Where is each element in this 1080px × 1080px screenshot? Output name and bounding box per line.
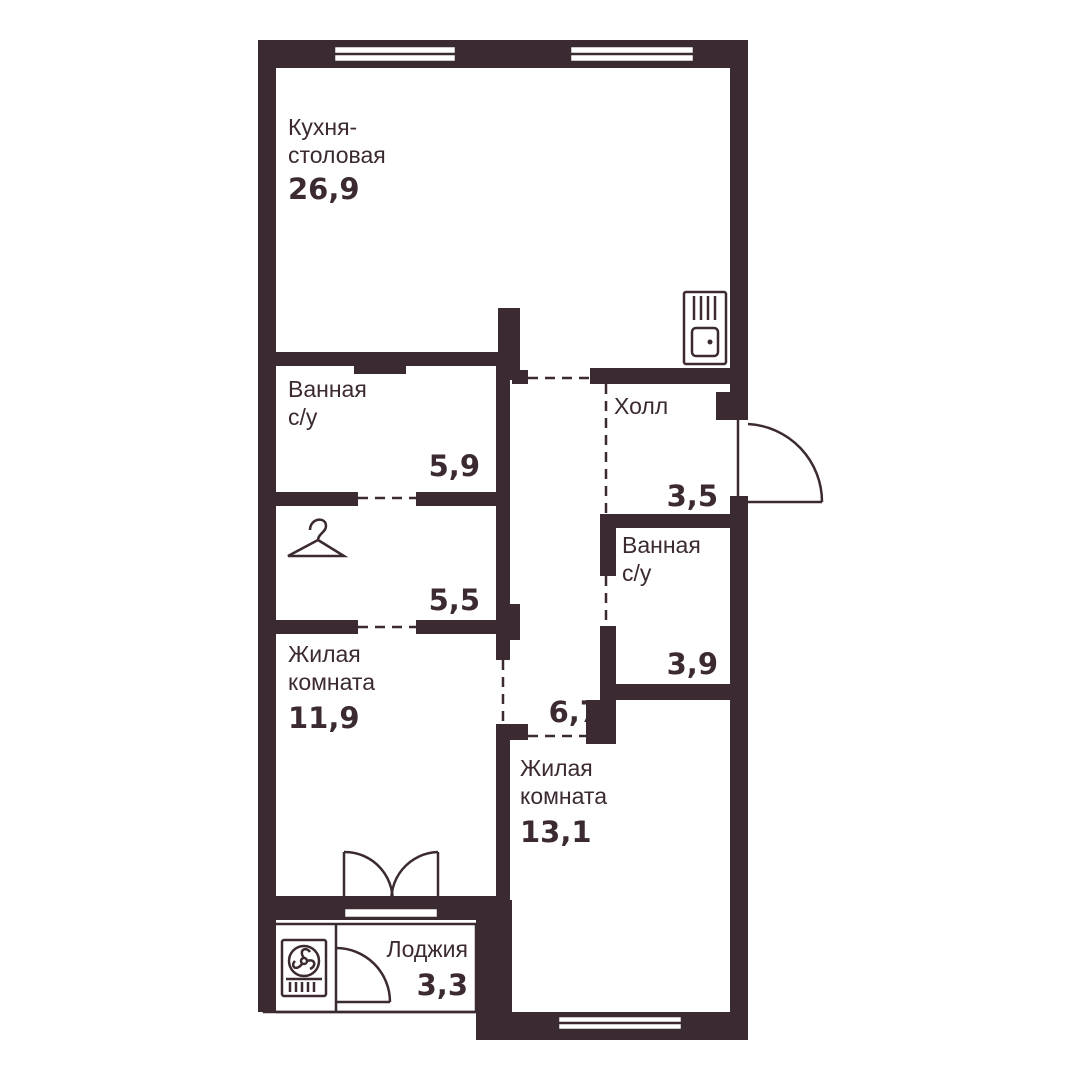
kitchen-name-line2: столовая [288,142,386,168]
bathroom1-name-line2: с/у [288,404,318,430]
room-bathroom2: Ванная с/у 3,9 [622,532,718,681]
room-bedroom1: Жилая комната 11,9 [288,641,375,735]
corridor-area: 6,7 [549,695,600,729]
loggia [262,922,478,1014]
bathroom2-name-line1: Ванная [622,532,701,558]
interior-walls [276,308,748,920]
balcony-door[interactable] [342,850,440,920]
bedroom1-name-line2: комната [288,669,375,695]
bathroom1-area: 5,9 [429,449,480,483]
openings [358,376,608,738]
kitchen-area: 26,9 [288,172,360,206]
room-kitchen: Кухня- столовая 26,9 [288,114,386,206]
hanger-icon [287,518,349,558]
room-bedroom2: Жилая комната 13,1 [520,755,607,849]
bathroom2-name-line2: с/у [622,560,652,586]
bedroom2-name-line2: комната [520,783,607,809]
hall-name: Холл [614,393,668,419]
bathroom2-area: 3,9 [667,647,718,681]
bedroom2-area: 13,1 [520,815,592,849]
room-bathroom1: Ванная с/у 5,9 [288,376,480,483]
bedroom1-name-line1: Жилая [288,641,361,667]
entrance-door[interactable] [736,420,824,504]
bathroom1-name-line1: Ванная [288,376,367,402]
room-corridor: 6,7 [549,695,600,729]
hall-area: 3,5 [667,479,718,513]
kitchen-name-line1: Кухня- [288,114,357,140]
bedroom1-area: 11,9 [288,701,360,735]
wardrobe-area: 5,5 [429,583,480,617]
room-hall: Холл 3,5 [614,393,718,513]
room-loggia: Лоджия 3,3 [387,936,469,1002]
loggia-area: 3,3 [417,968,468,1002]
windows [332,44,696,1032]
bedroom2-name-line1: Жилая [520,755,593,781]
sink-icon [682,290,728,366]
fan-icon [280,938,328,998]
room-wardrobe: 5,5 [429,583,480,617]
loggia-name: Лоджия [387,936,469,962]
